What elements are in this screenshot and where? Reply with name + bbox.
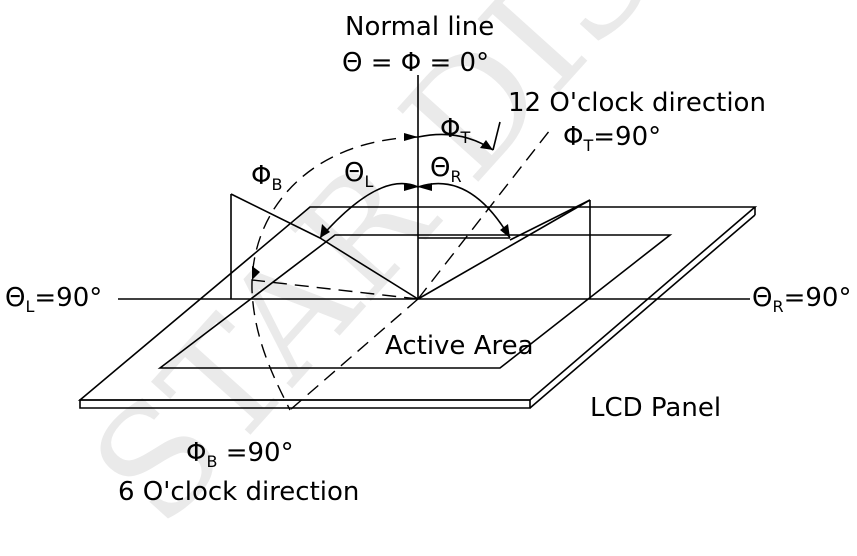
theta-arc <box>319 182 511 239</box>
active-area-outline <box>157 234 673 369</box>
viewing-angle-diagram <box>77 75 758 411</box>
theta-r-full-label: ΘR=90° <box>752 283 852 316</box>
lcd-panel-front-edge <box>79 399 531 409</box>
twelve-oclock-label: 12 O'clock direction <box>508 88 766 118</box>
ray-left <box>319 237 419 300</box>
theta-l-full-label: ΘL=90° <box>5 283 103 316</box>
six-oclock-ray <box>289 298 419 411</box>
twelve-oclock-ray <box>417 129 551 300</box>
phi-t-small-label: ΦT <box>440 114 471 147</box>
lcd-panel-right-edge <box>529 214 756 409</box>
phi-b-small-label: ΦB <box>251 161 283 194</box>
normal-angles-label: Θ = Φ = 0° <box>342 48 490 78</box>
phi-b-full-label: ΦB =90° <box>186 438 294 471</box>
theta-l-small-label: ΘL <box>344 158 374 191</box>
normal-line-label: Normal line <box>345 12 495 42</box>
phi-t-equals-label: ΦT=90° <box>563 122 662 155</box>
six-oclock-label: 6 O'clock direction <box>118 477 360 507</box>
lcd-panel-label: LCD Panel <box>590 393 722 423</box>
theta-r-small-label: ΘR <box>430 153 462 186</box>
ray-right <box>417 199 591 300</box>
active-area-label: Active Area <box>385 331 534 361</box>
